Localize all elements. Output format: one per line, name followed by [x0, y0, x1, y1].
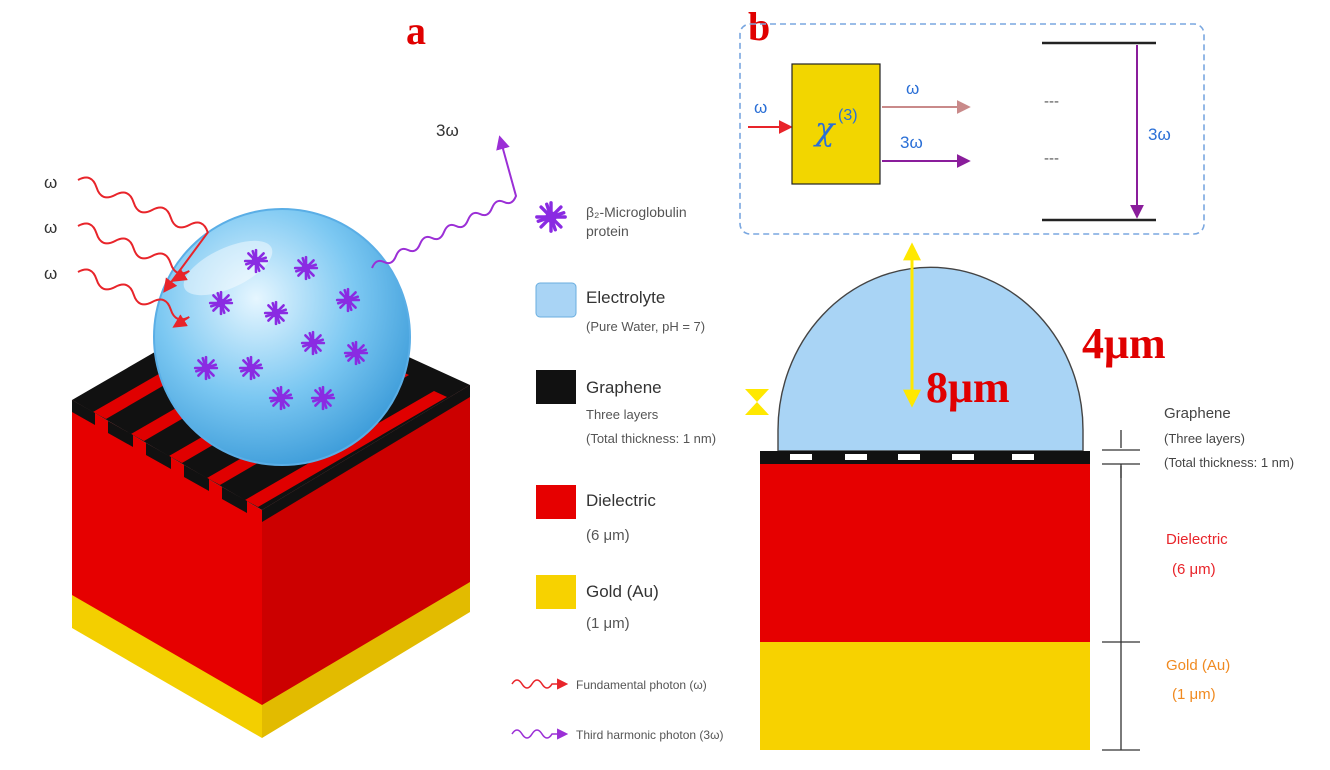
legend-dielectric-swatch [536, 485, 576, 519]
virtual-level-2: --- [1044, 150, 1059, 167]
protein-icon [310, 385, 336, 411]
dielectric-block [760, 464, 1090, 642]
legend-protein-line2: protein [586, 223, 629, 239]
gold-block [760, 642, 1090, 750]
legend-protein-line1: β₂-Microglobulin [586, 204, 687, 220]
panel-label-b: b [748, 4, 770, 49]
output-3omega-label: 3ω [900, 133, 923, 152]
side-graphene-line1: Graphene [1164, 405, 1231, 422]
legend: β₂-Microglobulin protein Electrolyte (Pu… [511, 201, 723, 742]
small-yellow-marker-bottom [745, 402, 769, 415]
protein-icon [300, 330, 326, 356]
legend-electrolyte-swatch [535, 282, 577, 318]
omega-label-3: ω [44, 264, 57, 283]
side-graphene-line3: (Total thickness: 1 nm) [1164, 455, 1294, 470]
legend-graphene-sub2: (Total thickness: 1 nm) [586, 431, 716, 446]
transition-label: 3ω [1148, 125, 1171, 144]
protein-icon [293, 255, 319, 281]
fundamental-photon-wave [77, 222, 190, 282]
side-graphene-line2: (Three layers) [1164, 431, 1245, 446]
chi-superscript: (3) [838, 107, 858, 124]
protein-icon [268, 385, 294, 411]
legend-electrolyte-sub: (Pure Water, pH = 7) [586, 319, 705, 334]
legend-third-label: Third harmonic photon (3ω) [576, 728, 723, 742]
cross-section: 8μm 4μm Graphene (Three layers) (Total t… [745, 242, 1294, 751]
protein-icon [335, 287, 361, 313]
dielectric-layer-side [262, 385, 470, 705]
protein-icon [193, 355, 219, 381]
protein-icon [208, 290, 234, 316]
legend-gold-sub: (1 μm) [586, 615, 630, 632]
chi3-block [791, 63, 881, 185]
omega-label-1: ω [44, 173, 57, 192]
legend-gold-title: Gold (Au) [586, 582, 659, 601]
legend-fundamental-label: Fundamental photon (ω) [576, 678, 707, 692]
panel-label-a: a [406, 8, 426, 53]
legend-electrolyte-title: Electrolyte [586, 288, 665, 307]
side-gold-line1: Gold (Au) [1166, 657, 1230, 674]
output-3omega-label: 3ω [436, 121, 459, 140]
small-yellow-marker-top [745, 389, 769, 402]
graphene-strip [760, 451, 1090, 464]
protein-icon [263, 300, 289, 326]
side-gold-line2: (1 μm) [1172, 686, 1216, 703]
dim-4um-label: 4μm [1082, 319, 1166, 368]
legend-graphene-sub1: Three layers [586, 407, 659, 422]
third-harmonic-photon-wave [371, 135, 518, 269]
protein-legend-icon [535, 201, 567, 233]
dim-8um-label: 8μm [926, 363, 1010, 412]
dielectric-layer-front [72, 400, 262, 705]
legend-gold-swatch [536, 575, 576, 609]
legend-graphene-swatch [536, 370, 576, 404]
dimension-brackets [1102, 430, 1140, 751]
graphene-gaps-cross [790, 454, 1034, 460]
process-frame [739, 23, 1205, 235]
graphene-front-edges [72, 385, 470, 522]
outgoing-photon: 3ω [371, 121, 518, 269]
fundamental-photon-wave [77, 176, 209, 293]
side-dielectric-line1: Dielectric [1166, 531, 1228, 548]
side-dielectric-line2: (6 μm) [1172, 561, 1216, 578]
chi3-process-box: ω χ (3) ω 3ω --- --- 3ω [739, 23, 1205, 235]
omega-label-2: ω [44, 218, 57, 237]
fundamental-photon-wave [77, 268, 190, 328]
legend-graphene-title: Graphene [586, 378, 662, 397]
chi-symbol: χ [813, 110, 836, 148]
protein-icon [343, 340, 369, 366]
third-photon-legend-icon [511, 728, 569, 740]
device-3d [72, 208, 470, 738]
process-input-omega: ω [754, 98, 767, 117]
electrolyte-droplet [153, 208, 411, 466]
protein-icon [243, 248, 269, 274]
legend-dielectric-sub: (6 μm) [586, 527, 630, 544]
incoming-photons: ω ω ω [44, 173, 209, 328]
virtual-level-1: --- [1044, 93, 1059, 110]
fundamental-photon-legend-icon [511, 678, 569, 690]
electrolyte-dome [777, 266, 1084, 452]
output-omega-label: ω [906, 79, 919, 98]
legend-dielectric-title: Dielectric [586, 491, 656, 510]
protein-icon [238, 355, 264, 381]
